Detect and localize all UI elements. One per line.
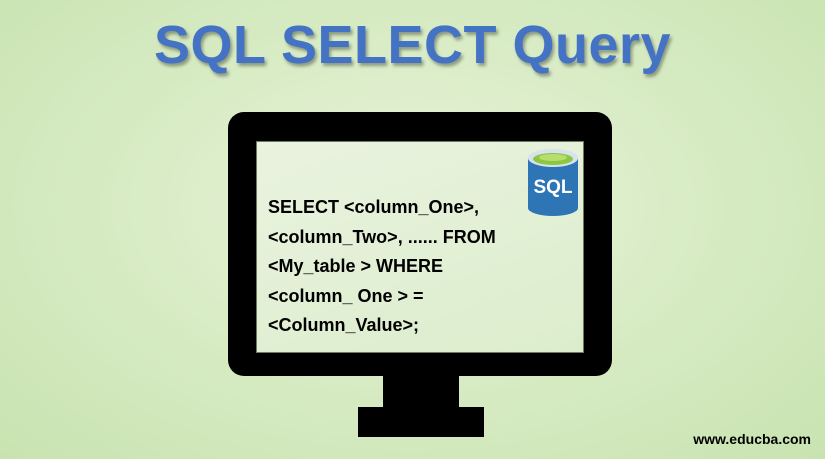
query-line: <column_Two>, ...... FROM xyxy=(268,226,496,247)
sql-query-text: SELECT <column_One>, <column_Two>, .....… xyxy=(268,193,568,341)
monitor-base xyxy=(358,407,484,437)
monitor-neck xyxy=(383,375,459,409)
footer-url: www.educba.com xyxy=(693,431,811,447)
query-line: <Column_Value>; xyxy=(268,315,420,335)
database-icon xyxy=(528,149,578,216)
page-title: SQL SELECT Query xyxy=(153,15,672,75)
database-label: SQL xyxy=(533,177,573,198)
query-line: SELECT <column_One>, xyxy=(268,197,480,217)
query-line: <My_table > WHERE xyxy=(268,256,444,276)
query-line: <column_ One > = xyxy=(268,285,424,306)
